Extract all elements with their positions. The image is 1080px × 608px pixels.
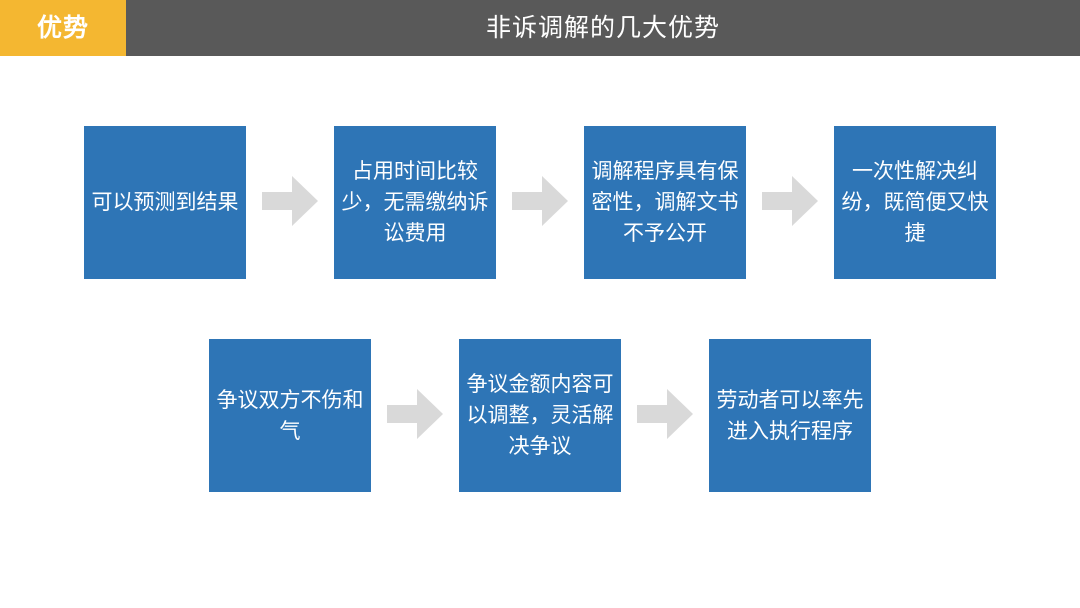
advantage-box: 可以预测到结果	[84, 126, 246, 279]
advantage-text: 可以预测到结果	[91, 190, 239, 214]
advantage-text: 劳动者可以率先进入执行程序	[716, 387, 864, 443]
advantage-text: 一次性解决纠纷，既简便又快捷	[841, 159, 989, 245]
advantage-box: 争议金额内容可以调整，灵活解决争议	[459, 339, 621, 492]
advantage-box: 占用时间比较少，无需缴纳诉讼费用	[334, 126, 496, 279]
advantage-box: 劳动者可以率先进入执行程序	[709, 339, 871, 492]
advantage-text: 争议金额内容可以调整，灵活解决争议	[466, 372, 614, 458]
right-arrow-icon	[762, 176, 818, 226]
advantage-text: 占用时间比较少，无需缴纳诉讼费用	[341, 159, 489, 245]
page-title: 非诉调解的几大优势	[485, 13, 720, 42]
right-arrow-icon	[512, 176, 568, 226]
advantage-box: 争议双方不伤和气	[209, 339, 371, 492]
advantage-box: 调解程序具有保密性，调解文书不予公开	[584, 126, 746, 279]
header-bar: 优势 非诉调解的几大优势	[0, 0, 1080, 56]
section-tag: 优势	[0, 0, 126, 56]
right-arrow-icon	[387, 389, 443, 439]
right-arrow-icon	[262, 176, 318, 226]
advantage-text: 争议双方不伤和气	[216, 387, 364, 443]
right-arrow-icon	[637, 389, 693, 439]
advantage-box: 一次性解决纠纷，既简便又快捷	[834, 126, 996, 279]
advantage-text: 调解程序具有保密性，调解文书不予公开	[591, 159, 739, 245]
